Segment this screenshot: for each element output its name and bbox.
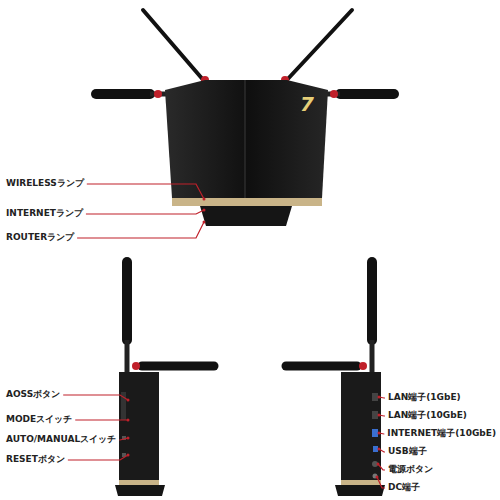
part-label: LAN端子(1GbE) (388, 393, 461, 403)
part-label: USB端子 (388, 447, 427, 457)
leader-dot (378, 414, 381, 417)
leader-dot (127, 399, 130, 402)
leader-dot (127, 437, 130, 440)
leader-line (86, 210, 204, 214)
leader-dot (378, 432, 381, 435)
part-label: RESETボタン (6, 455, 65, 465)
part-label: AOSSボタン (6, 390, 60, 400)
part-label: INTERNETランプ (6, 209, 83, 219)
part-label: INTERNET端子(10GbE) (387, 429, 496, 439)
leader-dot (203, 198, 206, 201)
leader-dot (378, 396, 381, 399)
leader-line (75, 419, 128, 420)
leader-dot (378, 448, 381, 451)
part-label: 電源ボタン (388, 465, 433, 475)
leader-dot (203, 209, 206, 212)
part-label: MODEスイッチ (6, 415, 72, 425)
part-label: DC端子 (388, 483, 420, 493)
leader-line (77, 222, 204, 238)
leader-line (377, 477, 385, 488)
leader-dot (377, 463, 380, 466)
leader-line (68, 455, 128, 460)
leader-dot (376, 476, 379, 479)
leader-dot (203, 221, 206, 224)
part-label: AUTO/MANUALスイッチ (6, 435, 116, 445)
part-label: ROUTERランプ (6, 233, 74, 243)
leader-line (63, 395, 128, 400)
leader-dot (127, 419, 130, 422)
brand-logo: 7 (300, 93, 314, 115)
leader-line (87, 184, 204, 199)
part-label: WIRELESSランプ (6, 179, 84, 189)
part-label: LAN端子(10GbE) (388, 411, 467, 421)
leader-dot (127, 454, 130, 457)
